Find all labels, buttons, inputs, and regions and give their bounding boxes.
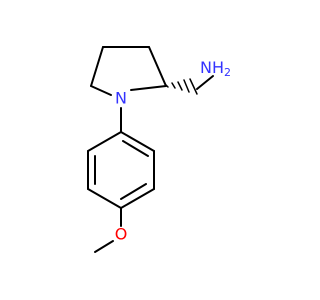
molecule-structure-diagram: N NH2 O [87, 46, 231, 253]
bond-oxygen-methyl [94, 240, 114, 253]
stereo-hash-bond [165, 78, 198, 95]
benzene-bond-6 [87, 131, 122, 152]
ring-bond-c5-n [90, 85, 112, 96]
ring-bond-c2-c3 [148, 46, 167, 87]
ring-bond-c4-c5 [90, 46, 104, 87]
bond-ch2-nh2 [196, 75, 214, 90]
benzene-bond-1 [120, 131, 155, 152]
ring-nitrogen-label: N [115, 89, 127, 108]
amine-group-label: NH2 [200, 58, 231, 79]
benzene-double-2 [120, 183, 147, 200]
benzene-bond-4 [87, 188, 122, 209]
benzene-bond-3 [120, 188, 155, 209]
amine-group-text: NH [200, 58, 224, 77]
ring-bond-n-c2 [130, 85, 167, 91]
benzene-double-1 [122, 140, 149, 157]
ether-oxygen-label: O [115, 225, 128, 244]
amine-subscript: 2 [224, 66, 231, 79]
